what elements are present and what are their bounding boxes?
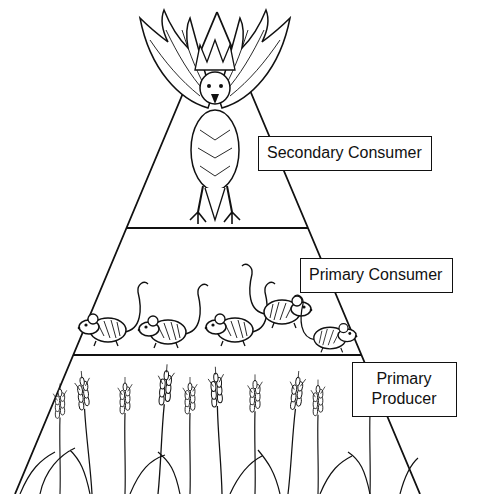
trophic-level-label: Primary Producer <box>352 362 457 417</box>
hawk-drawing <box>140 10 290 224</box>
level-name: Secondary Consumer <box>267 143 422 163</box>
trophic-level-label: Primary Consumer <box>300 258 453 293</box>
level-name: Primary Producer <box>361 369 447 409</box>
level-name: Primary Consumer <box>309 265 442 285</box>
trophic-level-label: Secondary Consumer <box>258 136 432 171</box>
